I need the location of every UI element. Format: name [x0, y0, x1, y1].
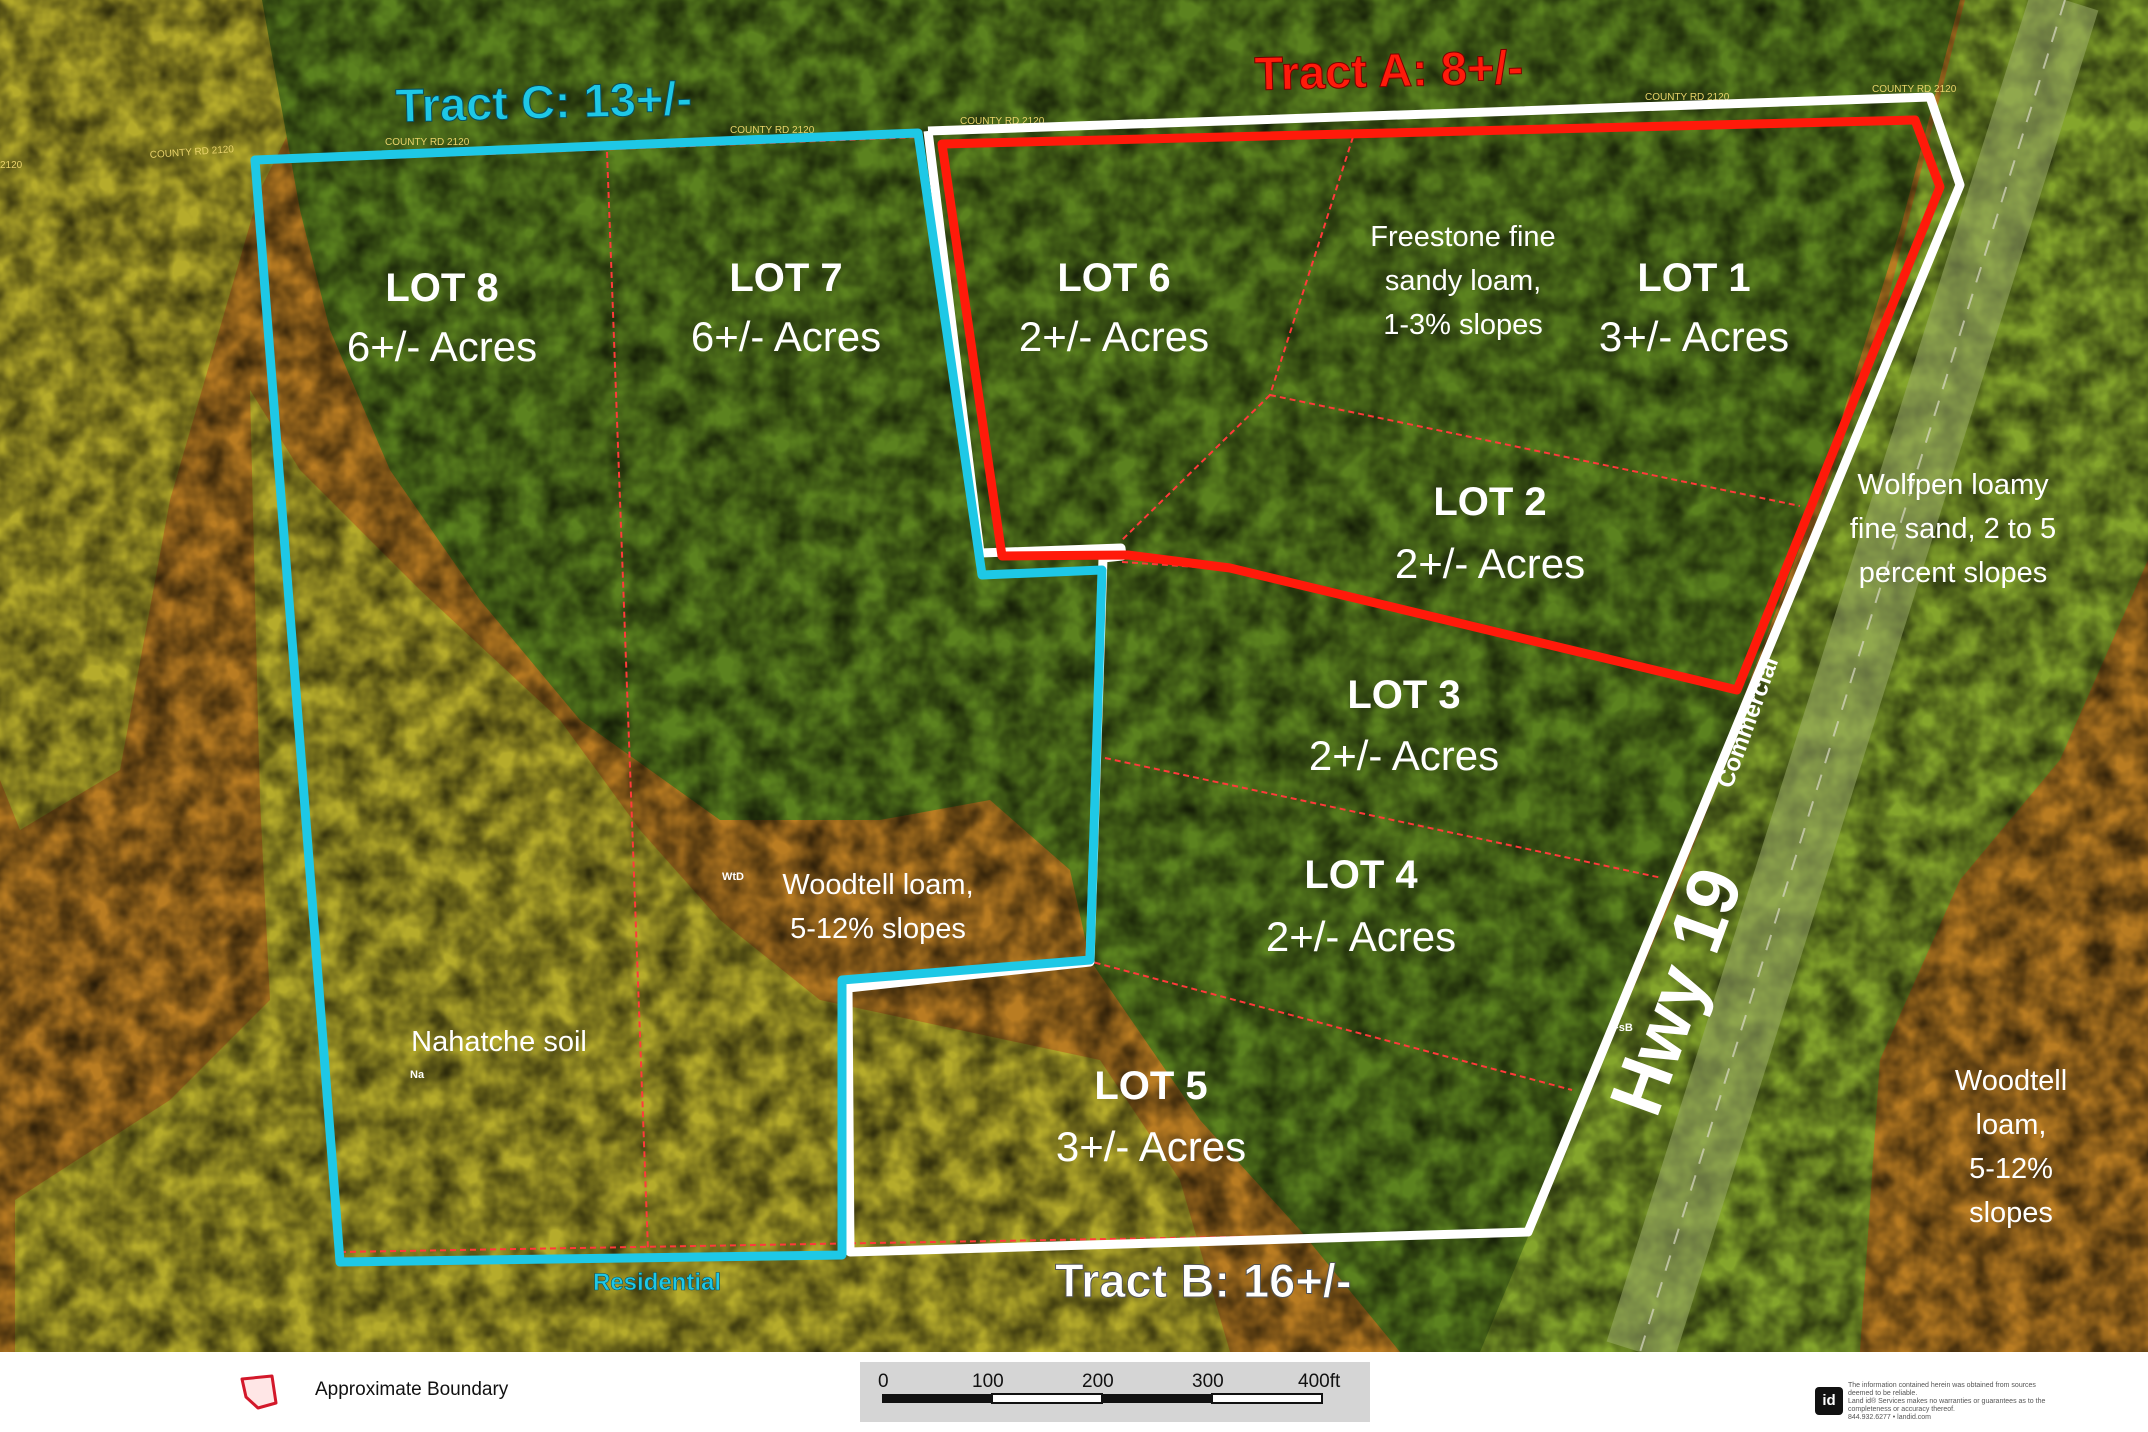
- lot-2-name: LOT 2: [1433, 480, 1546, 524]
- soil-labels: Freestone fine sandy loam, 1-3% slopes W…: [411, 221, 2067, 1229]
- county-road-label: COUNTY RD 2120: [385, 137, 470, 148]
- aerial-texture: [0, 0, 2148, 1352]
- tract-b-boundary[interactable]: [843, 92, 1965, 1257]
- soil-woodtell-line: 5-12% slopes: [790, 913, 966, 945]
- lot-line: [1104, 757, 1663, 879]
- soil-freestone-line: Freestone fine: [1370, 221, 1555, 253]
- scale-tick: 300: [1192, 1371, 1224, 1392]
- scale-bar: 0 100 200 300 400ft: [860, 1362, 1370, 1422]
- scale-tick: 100: [972, 1371, 1004, 1392]
- lot-5-name: LOT 5: [1094, 1064, 1207, 1108]
- scale-tick-labels: 0 100 200 300 400ft: [878, 1371, 1341, 1392]
- lot-3-name: LOT 3: [1347, 673, 1460, 717]
- lot-4-name: LOT 4: [1304, 853, 1418, 897]
- lot-6-name: LOT 6: [1057, 256, 1170, 300]
- disclaimer-line: 844.932.6277 • landid.com: [1848, 1414, 1932, 1421]
- county-road-label: COUNTY RD 2120: [730, 125, 815, 136]
- lot-8-name: LOT 8: [385, 266, 498, 310]
- scale-bar-background: [860, 1362, 1370, 1422]
- disclaimer-line: The information contained herein was obt…: [1848, 1382, 2036, 1389]
- zoning-residential-label: Residential: [593, 1269, 721, 1296]
- lot-2-area: 2+/- Acres: [1395, 540, 1585, 587]
- scale-segment: [991, 1393, 1103, 1404]
- soil-wolfpen-line: fine sand, 2 to 5: [1850, 513, 2056, 545]
- soil-map[interactable]: COUNTY RD 2120 COUNTY RD 2120 COUNTY RD …: [0, 0, 2148, 1352]
- soil-code-fsb: FsB: [1612, 1022, 1633, 1034]
- lot-7-name: LOT 7: [729, 256, 842, 300]
- lot-7-area: 6+/- Acres: [691, 313, 881, 360]
- lot-line: [1269, 394, 1801, 507]
- landid-logo: id: [1815, 1387, 1843, 1415]
- soil-code-wtd: WtD: [722, 871, 744, 883]
- tract-c-boundary[interactable]: [250, 128, 1107, 1267]
- soil-wolfpen-line: Wolfpen loamy: [1857, 469, 2049, 501]
- tract-a-label: Tract A: 8+/-: [1254, 40, 1524, 100]
- lot-4-area: 2+/- Acres: [1266, 913, 1456, 960]
- scale-segment: [1211, 1393, 1323, 1404]
- scale-tick: 400ft: [1298, 1371, 1341, 1392]
- soil-freestone-line: 1-3% slopes: [1383, 309, 1543, 341]
- boundary-legend-icon: [240, 1374, 278, 1410]
- tract-c-label: Tract C: 13+/-: [395, 71, 693, 132]
- lot-1-name: LOT 1: [1637, 256, 1750, 300]
- lot-labels: LOT 1 3+/- Acres LOT 2 2+/- Acres LOT 3 …: [347, 256, 1789, 1170]
- scale-tick: 0: [878, 1371, 889, 1392]
- lot-line: [1269, 136, 1354, 396]
- soil-woodtell-line: Woodtell loam,: [782, 869, 973, 901]
- soil-woodtell-right-line: 5-12%: [1969, 1153, 2053, 1185]
- disclaimer: The information contained herein was obt…: [1848, 1382, 2088, 1422]
- scale-segment: [882, 1394, 992, 1403]
- lot-1-area: 3+/- Acres: [1599, 313, 1789, 360]
- highway-centerline: [1639, 0, 2066, 1352]
- scale-tick: 200: [1082, 1371, 1114, 1392]
- lot-3-area: 2+/- Acres: [1309, 732, 1499, 779]
- soil-freestone-line: sandy loam,: [1385, 265, 1541, 297]
- soil-code-na: Na: [410, 1069, 425, 1081]
- lot-line: [1084, 959, 1573, 1091]
- soil-woodtell-right-line: loam,: [1976, 1109, 2047, 1141]
- disclaimer-line: Land id® Services makes no warranties or…: [1848, 1398, 2046, 1405]
- lot-5-area: 3+/- Acres: [1056, 1123, 1246, 1170]
- county-road-label: 2120: [0, 160, 23, 171]
- boundary-legend-label: Approximate Boundary: [315, 1379, 509, 1400]
- lot-line: [606, 151, 649, 1251]
- scale-segment: [1102, 1394, 1212, 1403]
- county-road-label: COUNTY RD 2120: [960, 116, 1045, 127]
- lot-line: [1121, 394, 1271, 541]
- disclaimer-line: completeness or accuracy thereof.: [1848, 1406, 1955, 1413]
- lot-6-area: 2+/- Acres: [1019, 313, 1209, 360]
- soil-woodtell-right-line: slopes: [1969, 1197, 2053, 1229]
- county-road-label: COUNTY RD 2120: [1872, 84, 1957, 95]
- disclaimer-line: deemed to be reliable.: [1848, 1390, 1918, 1397]
- tract-b-label: Tract B: 16+/-: [1055, 1254, 1351, 1307]
- lot-8-area: 6+/- Acres: [347, 323, 537, 370]
- lot-line: [339, 1231, 1526, 1253]
- county-road-label: COUNTY RD 2120: [1645, 92, 1730, 103]
- soil-woodtell-right-line: Woodtell: [1955, 1065, 2067, 1097]
- soil-wolfpen-line: percent slopes: [1859, 557, 2048, 589]
- soil-nahatche-label: Nahatche soil: [411, 1026, 587, 1058]
- tract-a-boundary[interactable]: [937, 115, 1945, 695]
